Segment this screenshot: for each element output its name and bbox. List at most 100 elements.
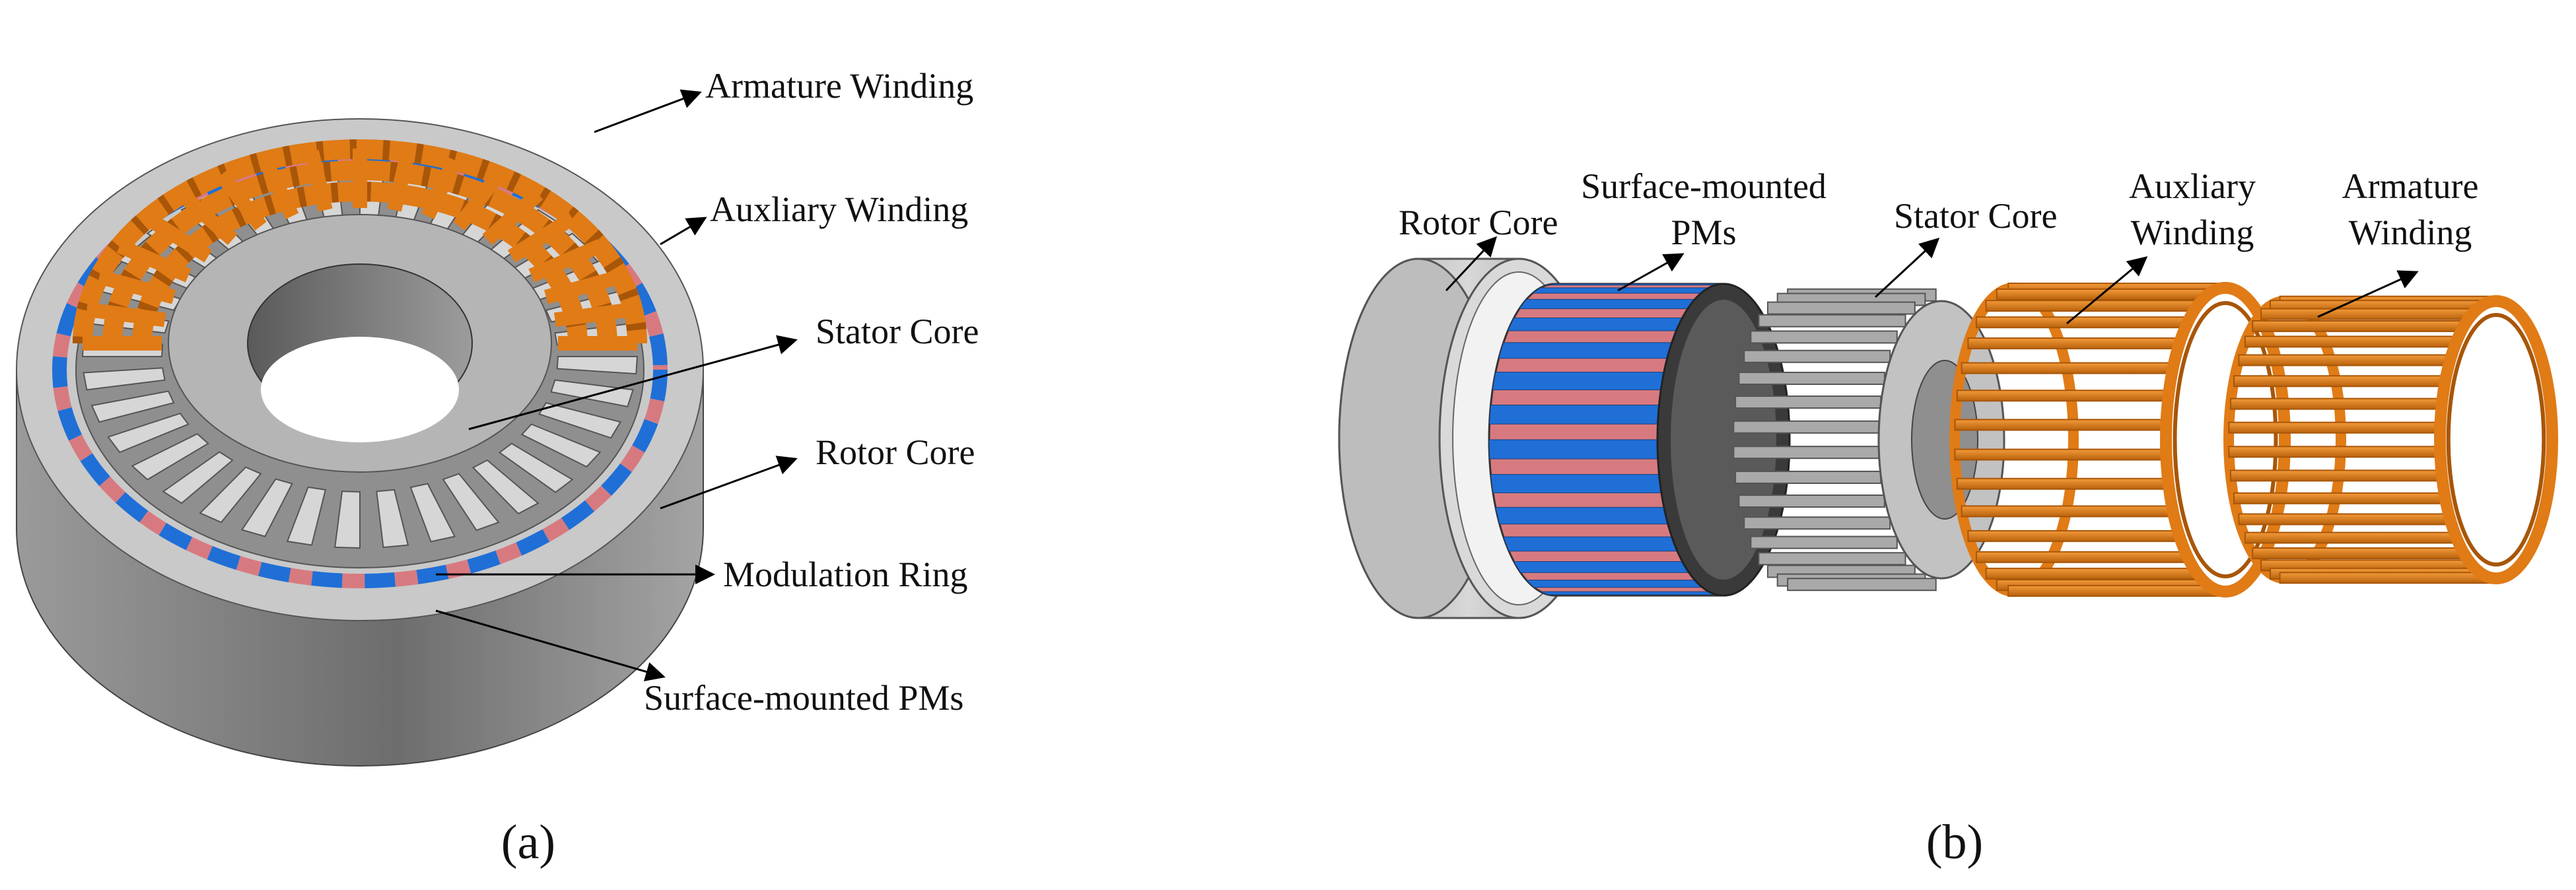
pm-blue-stripe	[1495, 506, 1669, 525]
label-auxiliary-winding: Auxliary Winding	[710, 189, 968, 229]
label-modulation-ring: Modulation Ring	[723, 555, 968, 594]
cage-bar	[2279, 572, 2492, 584]
winding-end-turn	[97, 269, 176, 304]
winding-arc-slot	[73, 139, 647, 344]
cage-bar	[1975, 551, 2188, 563]
stator-tooth-b	[1766, 301, 1916, 315]
pm-blue-stripe	[1525, 580, 1704, 588]
cage-inner-ring	[2173, 301, 2278, 578]
stator-tooth-b	[1738, 494, 1885, 508]
cage-bar	[2007, 584, 2221, 597]
stator-tooth	[520, 423, 602, 468]
stator-tooth	[556, 356, 639, 375]
cage-bar	[2252, 547, 2465, 560]
pm-blue-stripe	[1547, 283, 1724, 286]
winding-end-turn	[453, 170, 505, 231]
arrow-armature-winding	[594, 89, 702, 133]
pm-blue-stripe	[1498, 342, 1673, 359]
cage-bar	[2260, 308, 2474, 320]
cage-end-ring	[2160, 282, 2291, 598]
stator-tooth	[107, 412, 190, 454]
stator-tooth	[131, 432, 209, 481]
stator-tooth	[471, 459, 540, 515]
pm-blue-stripe	[1503, 536, 1678, 552]
label-b-arm-line2: Winding	[2349, 213, 2472, 252]
cage-bar	[2233, 492, 2446, 504]
winding-end-turn	[544, 269, 623, 304]
cage-bar	[1985, 567, 2198, 580]
stator-tooth-b	[1738, 372, 1885, 386]
stator-tooth	[334, 491, 361, 549]
stator-tooth-b	[1750, 535, 1898, 549]
stator-tooth-b	[1758, 314, 1906, 327]
shaft-hole-bottom	[261, 337, 459, 442]
caption-a: (a)	[501, 815, 555, 870]
label-armature-winding: Armature Winding	[705, 66, 973, 106]
label-b-rotor-core: Rotor Core	[1399, 203, 1558, 242]
cage-bar	[1967, 530, 2180, 542]
label-b-arm-line1: Armature	[2342, 166, 2479, 206]
label-b-pms-line2: PMs	[1671, 213, 1736, 252]
stator-tooth	[286, 486, 327, 546]
stator-tooth	[442, 473, 500, 531]
stator-tooth-b	[1758, 552, 1906, 566]
cage-end-ring	[2434, 295, 2558, 584]
stator-tooth	[199, 466, 262, 524]
stator-tooth	[376, 489, 409, 549]
pm-blue-stripe	[1492, 372, 1665, 391]
stator-tooth	[409, 483, 456, 543]
winding-end-turn	[116, 239, 191, 283]
cage-bar	[1956, 477, 2169, 490]
winding-end-turn	[85, 302, 166, 327]
arrow-auxiliary-winding	[660, 217, 707, 246]
winding-end-turn	[143, 212, 213, 263]
stator-tooth-b	[1733, 420, 1880, 434]
stator-tooth	[498, 442, 574, 493]
stator-tooth-b	[1733, 446, 1880, 460]
label-b-aux-line2: Winding	[2131, 213, 2254, 252]
cage-bar	[2244, 335, 2457, 348]
pm-blue-stripe	[1490, 474, 1662, 493]
arrow-rotor-core	[660, 456, 798, 510]
surface-mounted-pms-part	[1488, 283, 1791, 597]
label-b-pms-line1: Surface-mounted	[1581, 166, 1827, 206]
pm-stripes	[1488, 283, 1724, 596]
winding-end-turn	[554, 302, 635, 327]
caption-b: (b)	[1926, 815, 1983, 870]
winding-end-turn	[176, 188, 238, 246]
cage-bar	[1975, 316, 2188, 329]
winding-end-turn	[304, 149, 333, 212]
label-stator-core: Stator Core	[816, 312, 979, 351]
pm-blue-stripe	[1518, 298, 1696, 310]
cage-bar	[2229, 397, 2443, 410]
stator-tooth	[83, 367, 166, 391]
winding-end-turn	[258, 156, 299, 220]
stator-tooth-b	[1787, 578, 1937, 592]
arrow-b-pms	[1617, 253, 1685, 292]
panel-a-assembled-motor: Armature Winding Auxliary Winding Stator…	[16, 66, 979, 870]
cage-bar	[1967, 337, 2180, 350]
winding-end-turn	[528, 239, 604, 283]
arrow-b-stator-core	[1874, 237, 1940, 298]
cage-bar	[2229, 469, 2443, 482]
stator-tooth-b	[1735, 470, 1882, 484]
cage-bar	[2233, 375, 2446, 388]
arrow-b-arm	[2317, 270, 2419, 318]
arrow-b-rotor-core	[1445, 236, 1498, 292]
pm-blue-stripe	[1540, 591, 1718, 596]
pm-blue-stripe	[1513, 561, 1690, 573]
cage-bar	[2238, 513, 2451, 526]
cage-bar	[1956, 390, 2169, 402]
arrow-b-aux	[2066, 256, 2148, 325]
cage-inner-ring	[2446, 313, 2546, 566]
cage-bar	[1961, 362, 2174, 374]
cage-bar	[1954, 419, 2167, 431]
cage-bar	[1954, 448, 2167, 461]
pm-blue-stripe	[1488, 404, 1660, 425]
armature-winding-part	[2223, 295, 2558, 584]
cage-bar	[2238, 354, 2451, 366]
winding-end-turn	[387, 149, 415, 212]
armature-winding-coils	[73, 139, 647, 351]
arrow-surface-mounted-pms	[435, 609, 666, 681]
stator-tooth-b	[1743, 516, 1891, 530]
